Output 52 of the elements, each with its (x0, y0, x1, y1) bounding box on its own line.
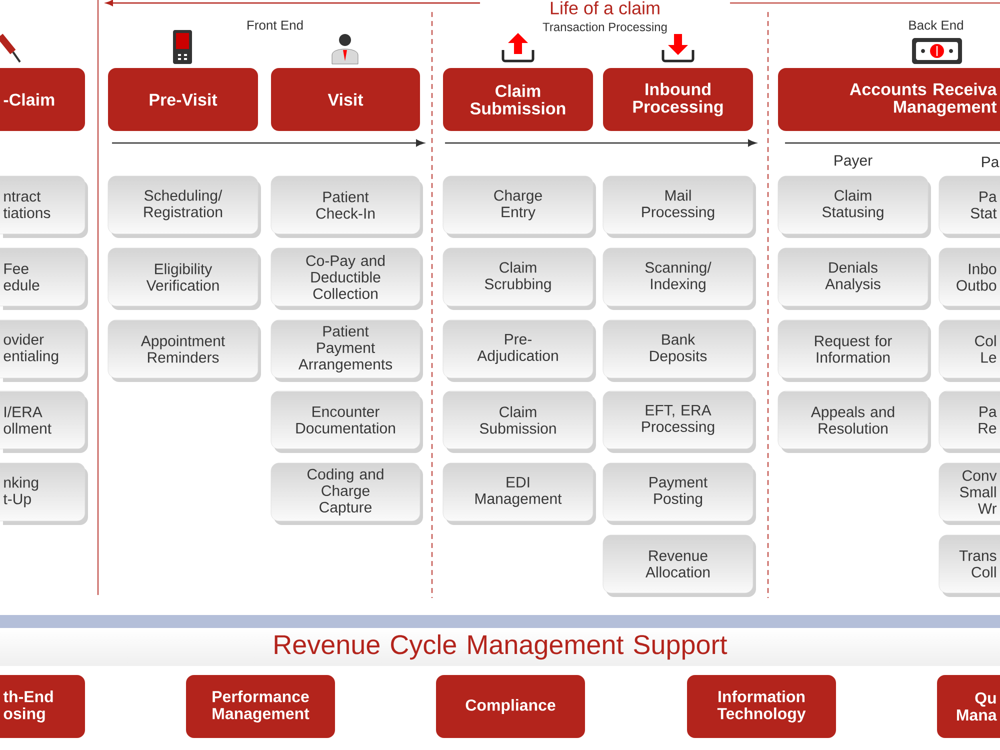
task-box: Encounter Documentation (270, 390, 423, 453)
task-box: Mail Processing (602, 176, 756, 238)
stage-box: Inbound Processing (603, 68, 753, 131)
task-box: Patient Payment Arrangements (270, 320, 423, 382)
section-heading: Front End (248, 20, 303, 30)
task-box: Col Le (938, 320, 1000, 382)
support-box: Compliance (436, 675, 585, 738)
task-box: EDI Management (442, 462, 596, 525)
stage-box: Pre-Visit (108, 68, 258, 131)
support-box: Information Technology (687, 675, 836, 738)
task-box: Appointment Reminders (108, 320, 261, 382)
task-box: Patient Check-In (270, 176, 423, 238)
support-box: Performance Management (186, 675, 335, 738)
title: Life of a claim (543, 1, 667, 14)
task-box: Charge Entry (442, 176, 596, 238)
task-box: Conv Small Wr (938, 462, 1000, 525)
task-box: nking t-Up (0, 462, 88, 525)
section-heading: Back End (909, 20, 963, 30)
task-box: Denials Analysis (778, 248, 932, 310)
task-box: Scanning/ Indexing (602, 248, 756, 310)
section-band: Revenue Cycle Management Support (0, 615, 1000, 666)
task-box: ntract tiations (0, 176, 88, 238)
stage-box: Visit (271, 68, 420, 131)
task-box: Revenue Allocation (602, 534, 756, 597)
task-box: ovider entialing (0, 320, 88, 382)
task-box: Bank Deposits (602, 320, 756, 382)
task-box: Inbo Outbo (938, 248, 1000, 310)
task-box: Trans Coll (938, 534, 1000, 597)
task-box: Claim Submission (442, 390, 596, 453)
task-box: Claim Scrubbing (442, 248, 596, 310)
task-box: Eligibility Verification (108, 248, 261, 310)
task-box: Fee edule (0, 248, 88, 310)
stage-box: -Claim (0, 68, 85, 131)
task-box: Co-Pay and Deductible Collection (270, 248, 423, 310)
task-box: Appeals and Resolution (778, 390, 932, 453)
stage-box: Claim Submission (443, 68, 593, 131)
task-box: Pre- Adjudication (442, 320, 596, 382)
task-box: Pa Re (938, 390, 1000, 453)
task-box: I/ERA ollment (0, 390, 88, 453)
task-box: Claim Statusing (778, 176, 932, 238)
task-box: Pa Stat (938, 176, 1000, 238)
task-box: EFT, ERA Processing (602, 390, 756, 453)
stage-box: Accounts Receiva Management (778, 68, 1000, 131)
section-heading: Transaction Processing (542, 22, 667, 34)
task-box: Request for Information (778, 320, 932, 382)
column-heading: Pa (982, 156, 1000, 168)
support-box: th-End osing (0, 675, 85, 738)
column-heading: Payer (834, 155, 872, 169)
task-box: Coding and Charge Capture (270, 462, 423, 525)
task-box: Payment Posting (602, 462, 756, 525)
task-box: Scheduling/ Registration (108, 176, 261, 238)
support-box: Qu Mana (937, 675, 1000, 738)
